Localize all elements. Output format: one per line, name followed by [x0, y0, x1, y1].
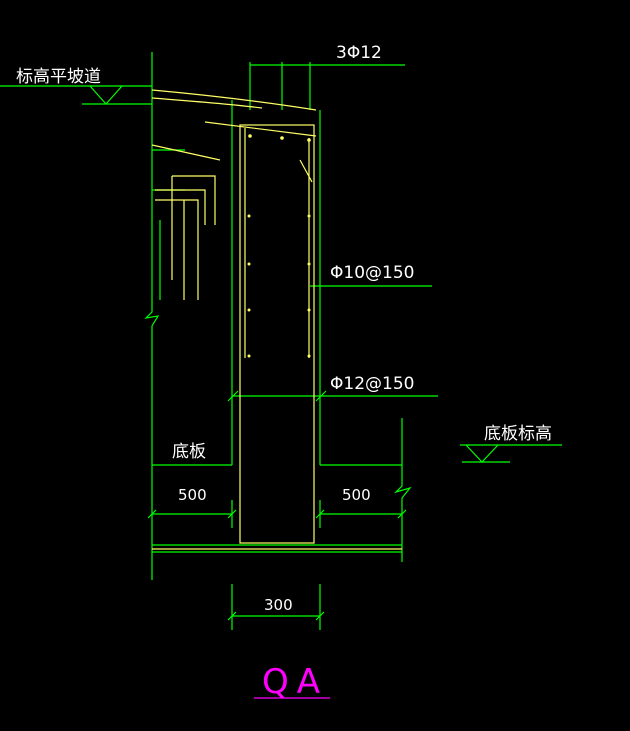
dim-left-tick-a	[147, 509, 157, 519]
stirrup-rebar-label: Φ10@150	[330, 263, 414, 283]
slope-bar-b	[172, 175, 216, 225]
rebar-dots	[247, 134, 311, 358]
wall-cage	[239, 124, 315, 544]
slope-bar-e	[155, 199, 199, 300]
dim-bottom-label: 300	[264, 596, 293, 614]
slope-top-line-2	[151, 97, 263, 109]
slope-bar-d	[155, 189, 206, 225]
structure-outline	[0, 52, 562, 630]
dim-right-tick-b	[397, 509, 407, 519]
slope-elevation-label: 标高平坡道	[16, 67, 101, 87]
dim-left-label: 500	[178, 486, 207, 504]
slope-elev-triangle	[89, 85, 123, 105]
top-rebar-label: 3Φ12	[336, 43, 382, 63]
bottom-rebar-label: Φ12@150	[330, 374, 414, 394]
dim-right-label: 500	[342, 486, 371, 504]
slope-bar-a	[151, 144, 221, 161]
base-elevation-label: 底板标高	[484, 424, 552, 444]
dim-bottom-tick-b	[315, 611, 325, 621]
tick-2	[315, 390, 327, 402]
drawing-title: QA	[262, 662, 328, 702]
reinforcement	[151, 89, 402, 550]
right-edge-line	[393, 418, 412, 562]
slope-top-line	[151, 89, 317, 111]
dim-bottom-tick-a	[227, 611, 237, 621]
tick-1	[227, 390, 239, 402]
base-plate-label: 底板	[172, 442, 206, 462]
diag-hook	[299, 159, 313, 183]
left-edge-line	[144, 52, 160, 580]
base-elev-triangle	[465, 444, 499, 463]
wall-top-bend	[204, 121, 317, 137]
